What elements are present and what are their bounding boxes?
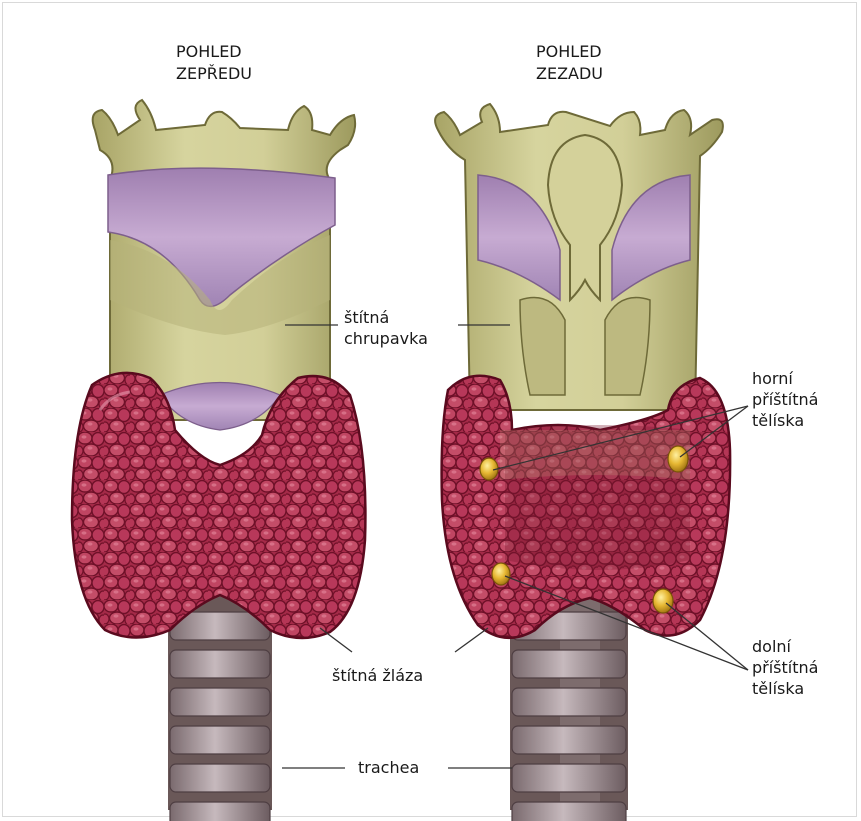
back-trachea-ring-3: [512, 688, 626, 716]
lower-right-parathyroid: [653, 589, 673, 613]
thyroid-cartilage-label: štítná chrupavka: [344, 307, 428, 349]
lower-parathyroid-label-line2: příštítná: [752, 657, 818, 678]
front-view-title: POHLED ZEPŘEDU: [176, 41, 252, 85]
back-view-title-line2: ZEZADU: [536, 63, 603, 85]
back-view-illustration: [435, 104, 730, 821]
back-trachea-ring-5: [512, 764, 626, 792]
front-view-title-line2: ZEPŘEDU: [176, 63, 252, 85]
lower-parathyroid-label-line1: dolní: [752, 636, 818, 657]
back-trachea-ring-4: [512, 726, 626, 754]
front-trachea: [168, 585, 272, 821]
leader-line-gland-back: [455, 628, 488, 652]
lower-parathyroid-label-line3: tělíska: [752, 678, 818, 699]
leader-line-lower-right: [666, 603, 748, 670]
back-thyroid-gland: [442, 376, 731, 638]
back-trachea-ring-6: [512, 802, 626, 821]
trachea-label: trachea: [358, 757, 419, 778]
front-trachea-ring-2: [170, 650, 270, 678]
leader-line-gland-front: [320, 628, 352, 652]
thyroid-cartilage-label-line2: chrupavka: [344, 328, 428, 349]
front-trachea-ring-6: [170, 802, 270, 821]
thyroid-gland-label: štítná žláza: [332, 665, 423, 686]
upper-parathyroid-label-line1: horní: [752, 368, 818, 389]
back-thyroid-cartilage: [435, 104, 723, 410]
lower-parathyroid-label: dolní příštítná tělíska: [752, 636, 818, 699]
front-trachea-ring-4: [170, 726, 270, 754]
back-view-title: POHLED ZEZADU: [536, 41, 603, 85]
upper-parathyroid-label-line3: tělíska: [752, 410, 818, 431]
upper-right-parathyroid: [668, 446, 688, 472]
thyroid-cartilage-label-line1: štítná: [344, 307, 428, 328]
back-view-title-line1: POHLED: [536, 41, 603, 63]
upper-parathyroid-label: horní příštítná tělíska: [752, 368, 818, 431]
front-trachea-ring-5: [170, 764, 270, 792]
upper-parathyroid-label-line2: příštítná: [752, 389, 818, 410]
back-trachea-ring-2: [512, 650, 626, 678]
front-trachea-ring-3: [170, 688, 270, 716]
front-view-illustration: [72, 100, 365, 821]
lower-left-parathyroid: [492, 563, 510, 585]
front-view-title-line1: POHLED: [176, 41, 252, 63]
